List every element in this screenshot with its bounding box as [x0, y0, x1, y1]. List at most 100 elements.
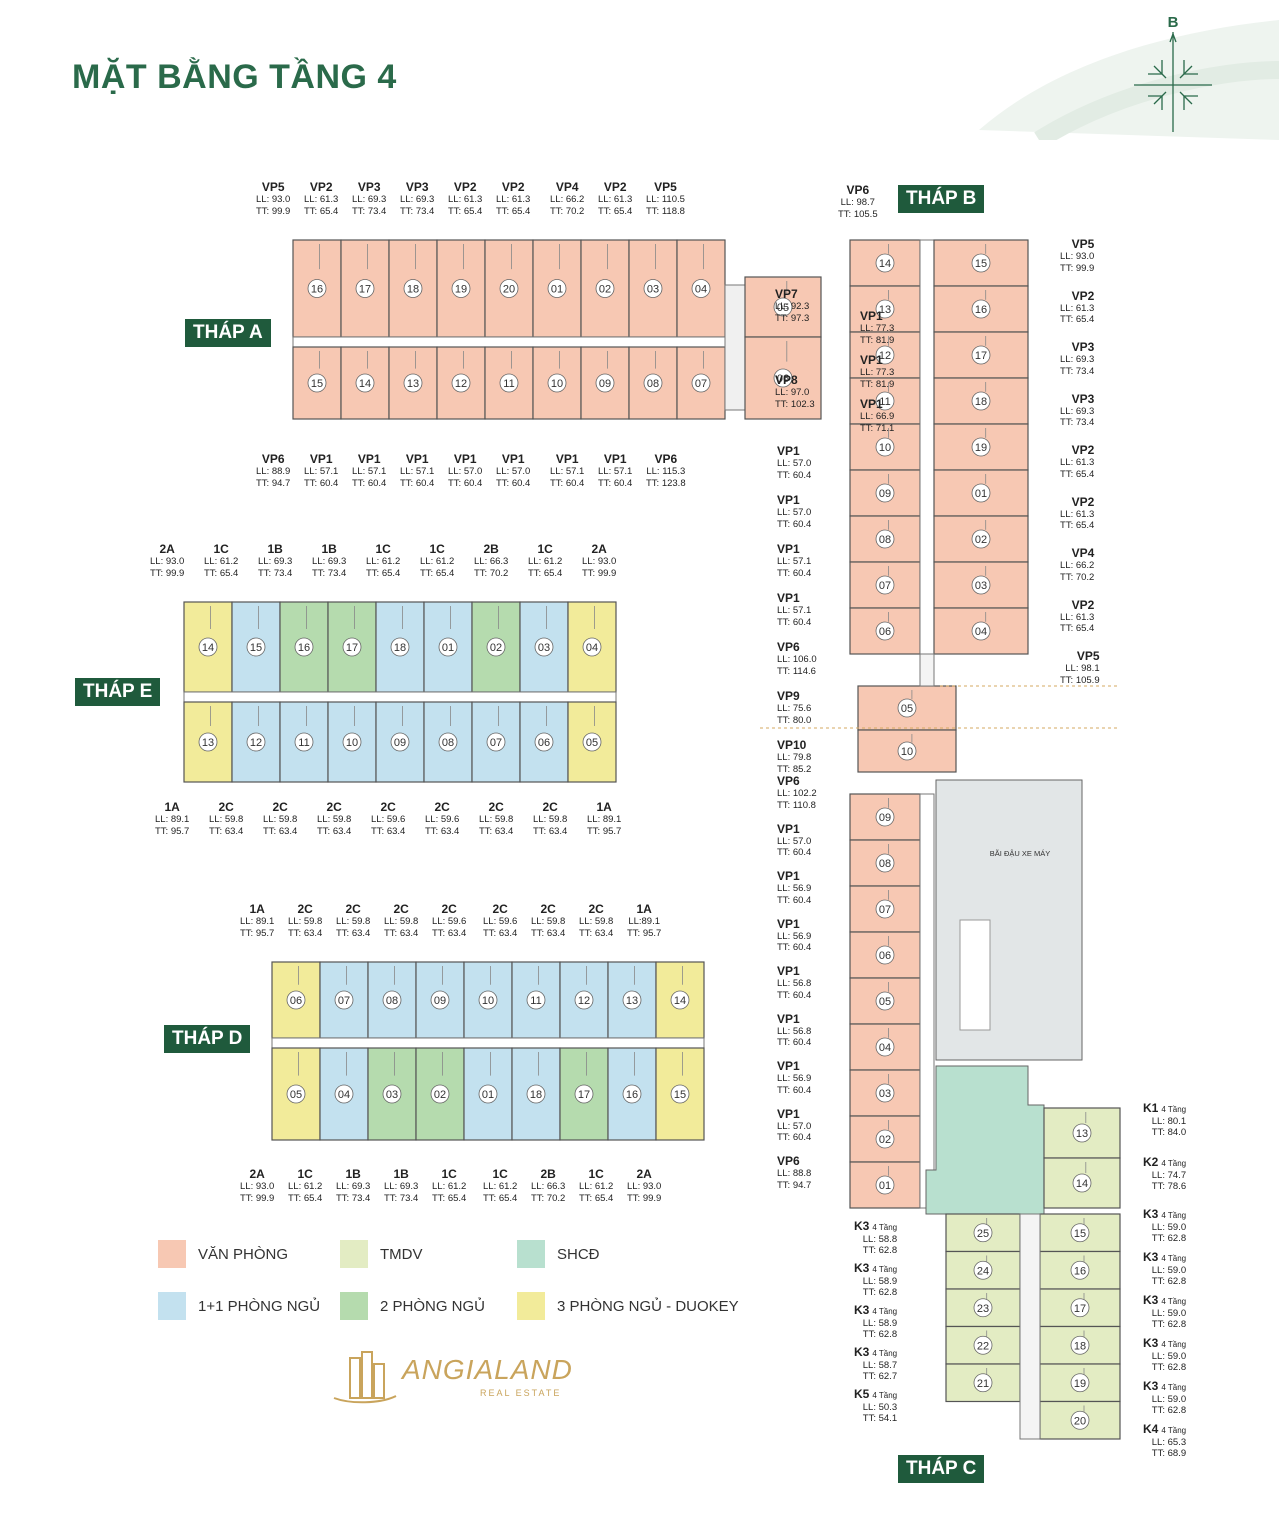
unit-code: K2 [1143, 1155, 1159, 1169]
unit-area-tt: TT: 99.9 [256, 205, 291, 217]
unit-code: VP2 [603, 180, 627, 194]
unit-c-14-badge [1072, 1173, 1092, 1193]
unit-e-04-badge [582, 637, 602, 657]
unit-area-tt: TT: 62.8 [862, 1329, 898, 1340]
unit-area-ll: LL: 93.0 [582, 556, 617, 567]
unit-code: 1A [249, 902, 265, 916]
unit-area-ll: LL: 61.3 [1060, 302, 1095, 314]
unit-code: 1C [492, 1167, 508, 1181]
unit-d-09-number: 09 [434, 995, 446, 1007]
unit-a-18-badge [403, 279, 423, 298]
unit-b-03-number: 03 [975, 580, 987, 592]
unit-area-tt: TT: 60.4 [496, 477, 531, 489]
unit-b-11-number: 11 [879, 396, 890, 408]
unit-e-05-badge [582, 732, 602, 752]
unit-area-tt: TT: 65.4 [1060, 623, 1095, 634]
unit-code: VP1 [777, 1011, 800, 1026]
unit-code: VP1 [777, 821, 800, 836]
unit-e-09-badge [390, 732, 410, 752]
unit-area-tt: TT: 65.4 [483, 1192, 518, 1204]
unit-area-tt: TT: 65.4 [420, 567, 455, 579]
unit-area-ll: LL: 93.0 [1060, 251, 1095, 262]
unit-b-06-number: 06 [879, 626, 891, 638]
unit-area-ll: LL: 58.7 [862, 1359, 898, 1371]
unit-area-tt: TT: 63.4 [425, 825, 460, 837]
unit-area-ll: LL: 61.3 [1060, 457, 1095, 468]
unit-d-15-number: 15 [674, 1089, 686, 1101]
unit-area-ll: LL: 93.0 [627, 1181, 662, 1192]
unit-code: VP1 [555, 452, 579, 466]
unit-b-10-badge [897, 741, 917, 761]
unit-b-02-badge [971, 529, 991, 549]
unit-area-ll: LL: 66.3 [531, 1181, 566, 1192]
legend-item: 1+1 PHÒNG NGỦ [158, 1292, 320, 1320]
unit-b-04-number: 04 [975, 626, 987, 638]
unit-area-ll: LL: 57.0 [777, 507, 812, 518]
unit-b-02-number: 02 [975, 534, 987, 546]
unit-area-ll: LL: 59.0 [1151, 1221, 1187, 1233]
unit-area-tt: TT: 73.4 [1060, 417, 1095, 428]
unit-a-07-number: 07 [695, 378, 707, 390]
unit-area-tt: TT: 63.4 [336, 927, 371, 939]
unit-area-ll: LL: 98.1 [1065, 663, 1100, 674]
unit-a-19-badge [451, 279, 471, 298]
unit-area-ll: LL: 61.2 [579, 1181, 614, 1192]
unit-code: VP9 [777, 689, 800, 703]
unit-code: VP10 [777, 738, 807, 752]
tower-d-label: THÁP D [164, 1025, 251, 1053]
tower-b-link [919, 653, 935, 687]
unit-area-ll: LL: 59.8 [288, 916, 323, 927]
parking-area [935, 779, 1083, 1061]
legend-swatch [340, 1292, 368, 1320]
unit-area-tt: TT: 65.4 [366, 567, 401, 579]
unit-area-tt: TT: 70.2 [531, 1192, 566, 1204]
unit-e-02-badge [486, 637, 506, 657]
unit-code: VP1 [777, 1106, 800, 1121]
unit-code: 2A [636, 1167, 652, 1181]
unit-area-ll: LL: 69.3 [400, 194, 435, 205]
unit-code: K3 [854, 1345, 870, 1359]
unit-a-16-badge [307, 279, 327, 298]
unit-code: VP4 [555, 180, 579, 194]
unit-e-08-badge [438, 732, 458, 752]
unit-code: VP5 [261, 180, 285, 194]
unit-c-02-badge [875, 1129, 895, 1149]
ramp [959, 919, 991, 1031]
unit-b-19-badge [971, 437, 991, 457]
unit-code: VP4 [1071, 546, 1095, 560]
unit-c-20-number: 20 [1074, 1415, 1086, 1427]
unit-area-ll: LL: 56.8 [777, 978, 812, 989]
unit-code: 1C [375, 542, 391, 556]
unit-a-08-badge [643, 373, 663, 393]
unit-b-15-badge [971, 253, 991, 273]
unit-a-12-badge [451, 373, 471, 393]
unit-area-ll: LL: 66.2 [550, 194, 585, 205]
unit-area-tt: TT: 62.8 [1151, 1276, 1187, 1287]
unit-code: K3 [854, 1303, 870, 1317]
unit-area-tt: TT: 63.4 [209, 825, 244, 837]
unit-area-tt: TT: 68.9 [1151, 1448, 1187, 1459]
unit-area-tt: TT: 65.4 [598, 205, 633, 217]
unit-area-tt: TT: 102.3 [775, 398, 815, 410]
unit-c-03-badge [875, 1083, 895, 1103]
unit-area-ll: LL: 74.7 [1151, 1169, 1187, 1181]
legend-label: 3 PHÒNG NGỦ - DUOKEY [557, 1297, 739, 1315]
unit-area-tt: TT: 60.4 [777, 1084, 812, 1096]
unit-area-ll: LL: 61.3 [496, 194, 531, 205]
